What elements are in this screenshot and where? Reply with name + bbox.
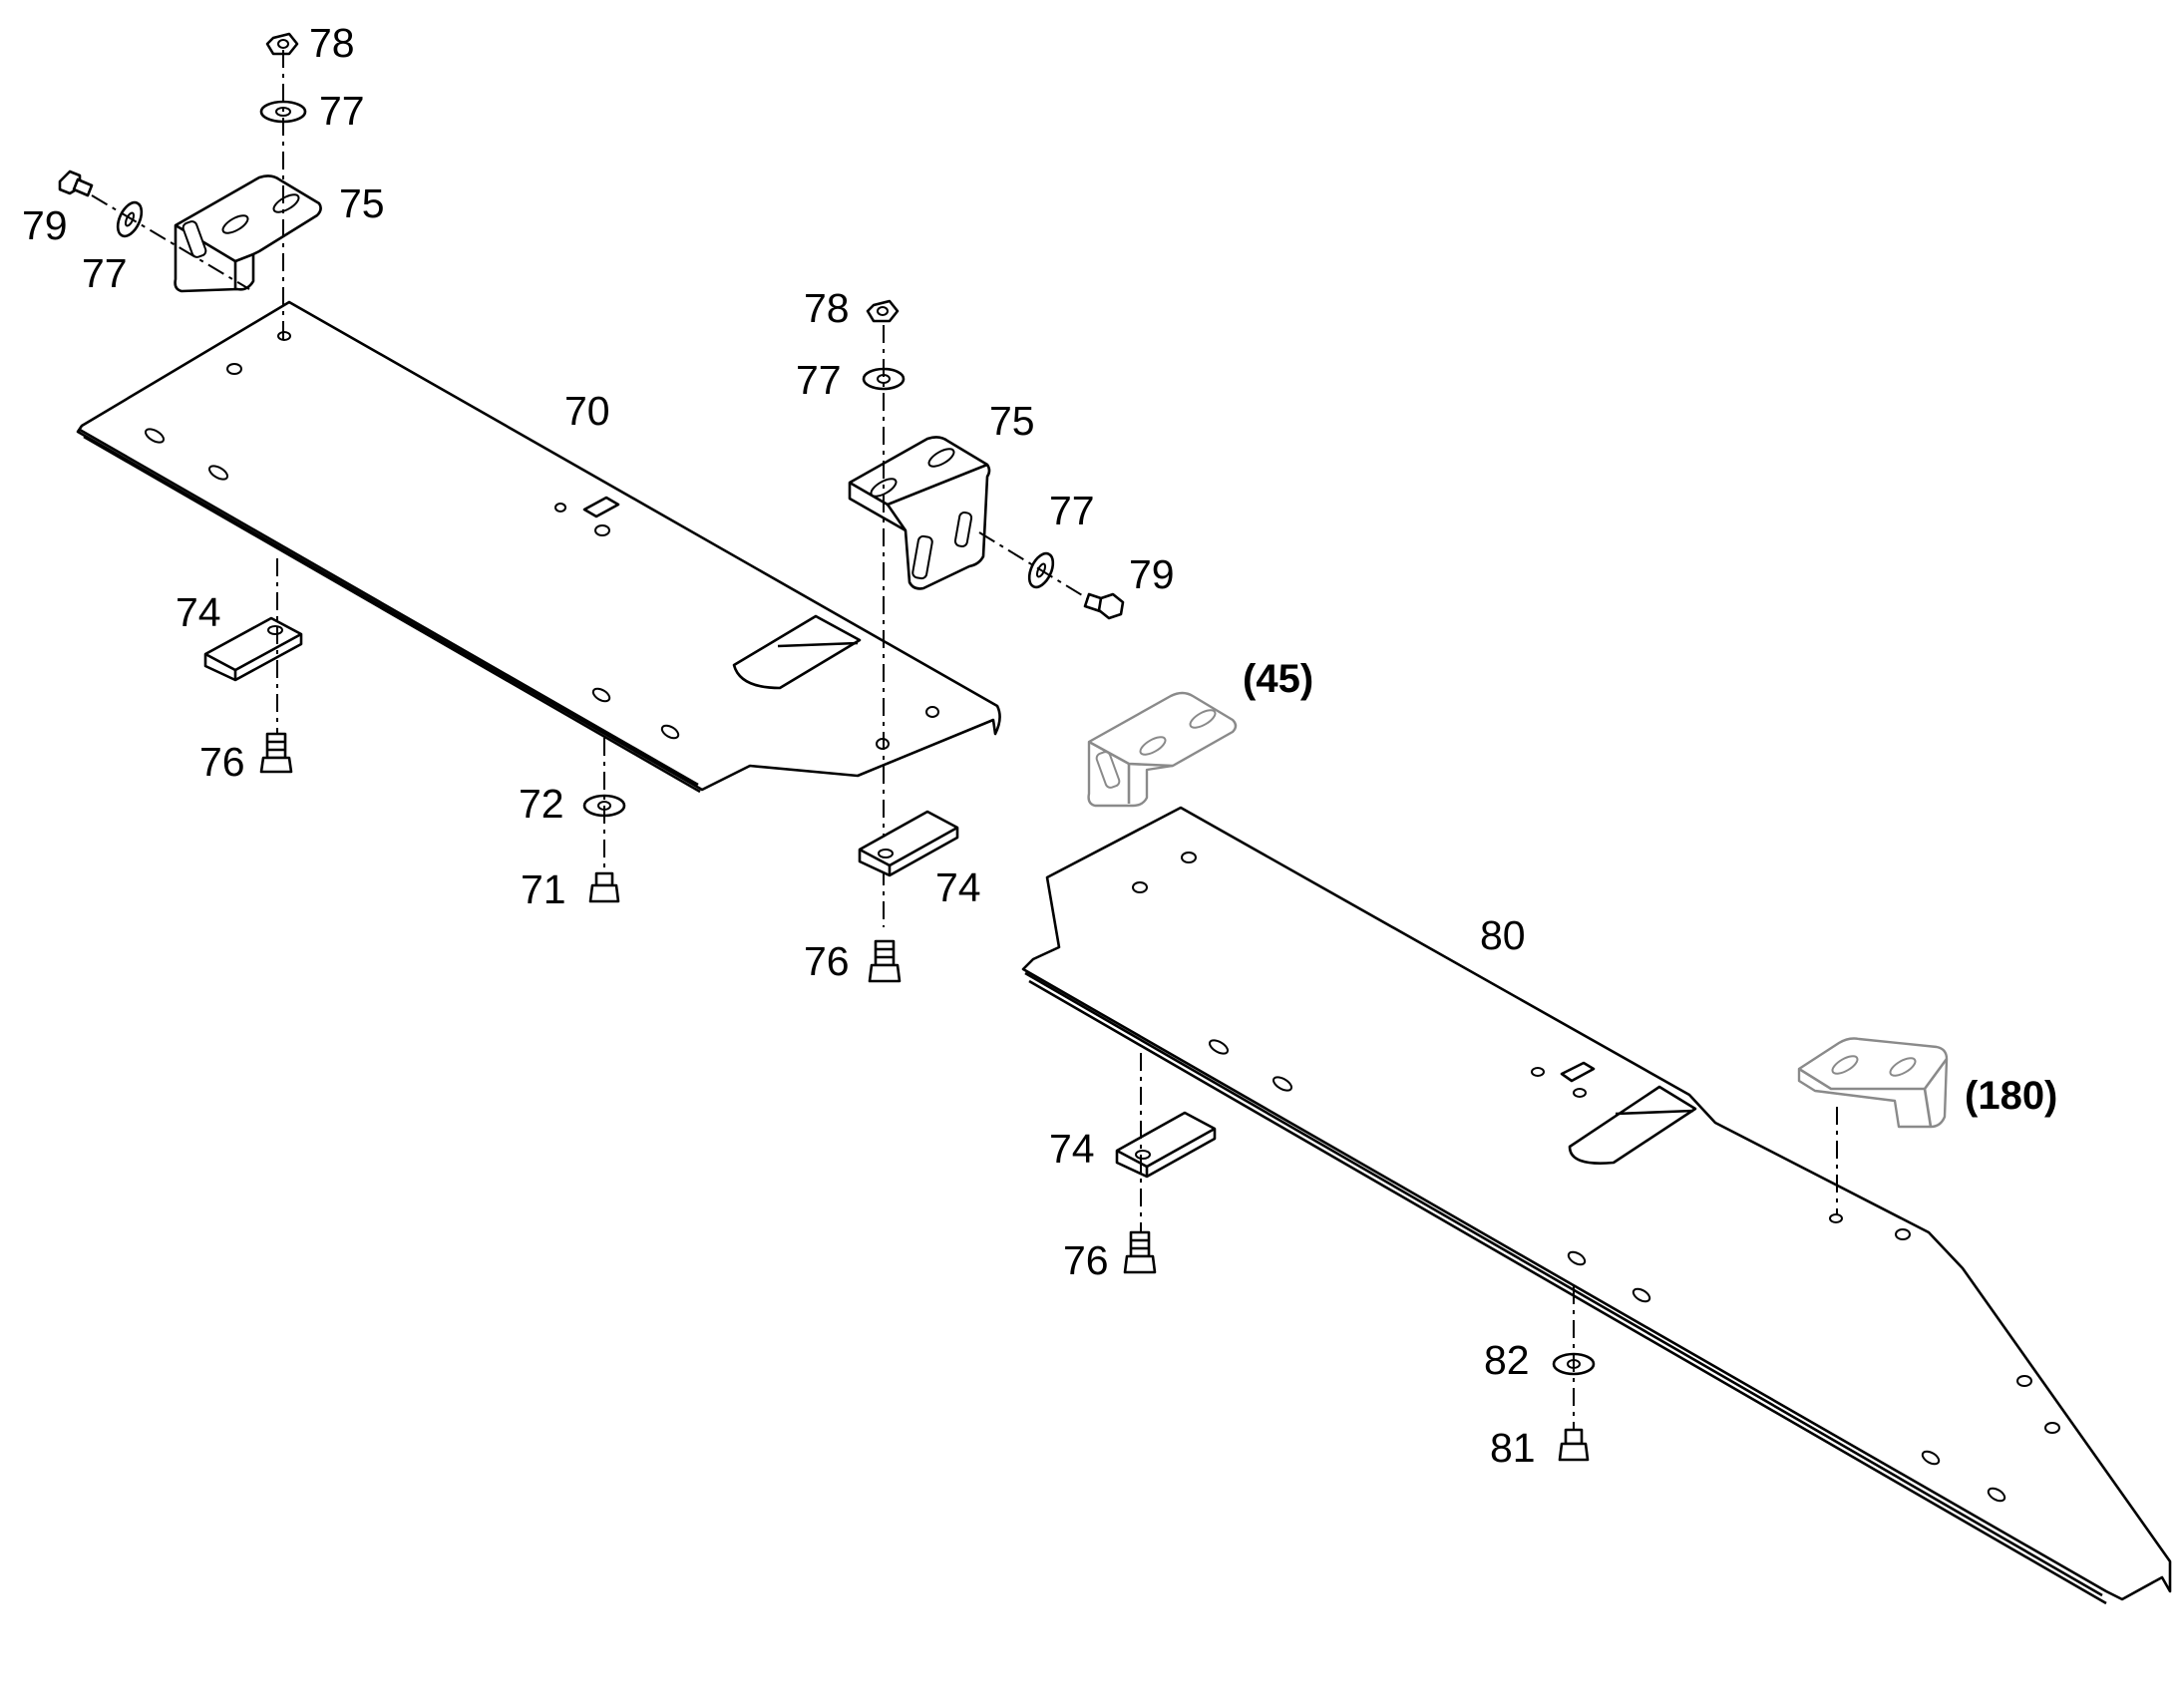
- panel-80: [1021, 806, 2172, 1605]
- callout-78: 78: [804, 285, 850, 331]
- bolt-76-middle: [868, 939, 902, 983]
- bracket-75-middle: [848, 436, 991, 590]
- callout-71: 71: [521, 866, 566, 912]
- callout-76: 76: [804, 938, 850, 984]
- callout-79: 79: [22, 202, 68, 248]
- plate-74-right: [1115, 1111, 1217, 1179]
- callout-180: (180): [1965, 1074, 2057, 1118]
- bracket-75-left: [174, 174, 322, 293]
- callout-79: 79: [1129, 551, 1175, 597]
- callout-77: 77: [1049, 488, 1095, 533]
- reference-bracket-180: [1797, 1037, 1949, 1129]
- callout-81: 81: [1490, 1425, 1536, 1471]
- bolt-71: [588, 871, 620, 903]
- callout-72: 72: [519, 781, 564, 827]
- bolt-79-middle: [1083, 592, 1125, 620]
- reference-bracket-45: [1087, 691, 1238, 808]
- callout-76: 76: [1063, 1237, 1109, 1283]
- callout-77: 77: [82, 250, 128, 296]
- callout-82: 82: [1484, 1337, 1530, 1383]
- callout-78: 78: [309, 20, 355, 66]
- callout-77: 77: [319, 88, 365, 134]
- callout-74: 74: [935, 864, 981, 910]
- bolt-81: [1558, 1428, 1590, 1462]
- callout-70: 70: [564, 388, 610, 434]
- bolt-76-left: [259, 732, 293, 774]
- callout-74: 74: [1049, 1126, 1095, 1172]
- callout-77: 77: [796, 357, 842, 403]
- nut-78-middle: [866, 299, 900, 323]
- callout-75: 75: [989, 398, 1035, 444]
- bolt-79-left: [58, 170, 94, 197]
- callout-75: 75: [339, 180, 385, 226]
- plate-74-middle: [858, 810, 959, 877]
- bolt-76-right: [1123, 1230, 1157, 1274]
- panel-70: [76, 300, 1001, 794]
- washer-77-middle-top: [862, 367, 906, 391]
- callout-80: 80: [1480, 912, 1526, 958]
- callout-74: 74: [176, 589, 221, 635]
- callout-76: 76: [199, 739, 245, 785]
- callout-45: (45): [1243, 657, 1313, 701]
- washer-77-left-side: [116, 200, 144, 238]
- nut-78-left: [265, 32, 299, 56]
